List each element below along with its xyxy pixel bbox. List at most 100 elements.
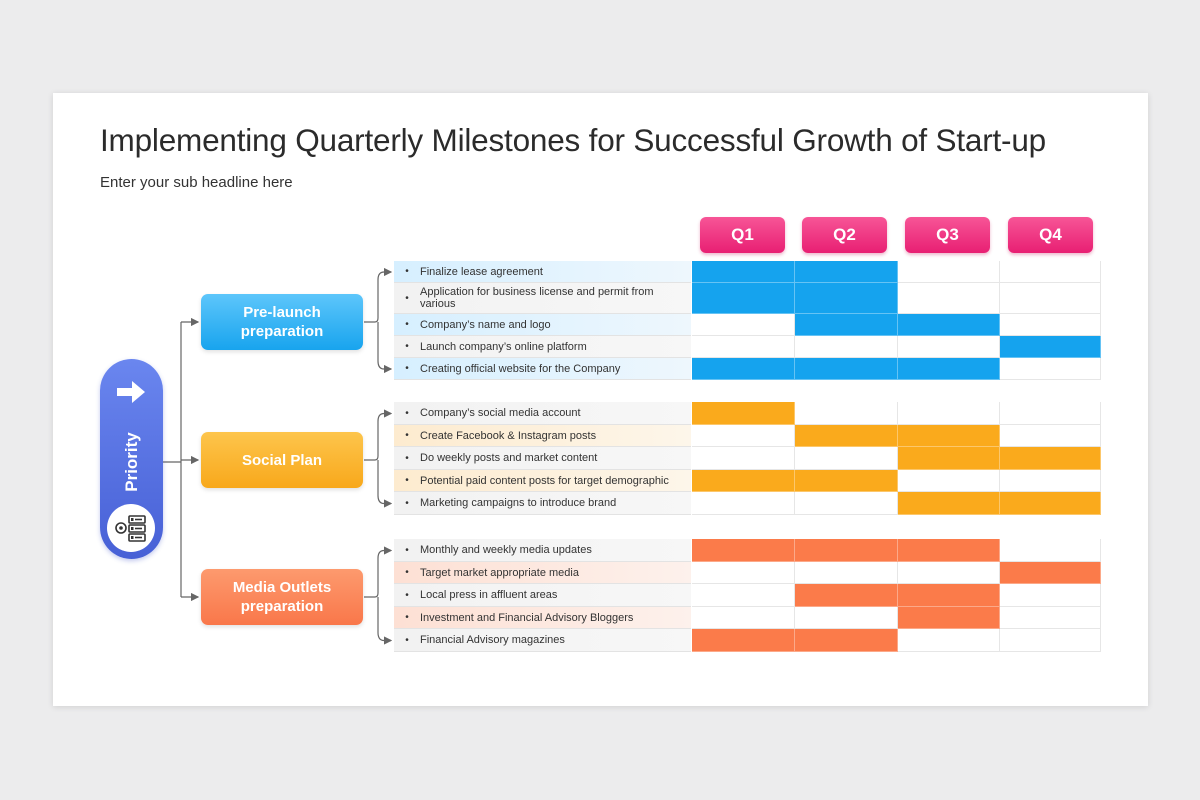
empty-cell [1000, 314, 1101, 336]
task-label: Monthly and weekly media updates [420, 544, 592, 556]
milestone-bar-cell [795, 283, 898, 314]
page-title: Implementing Quarterly Milestones for Su… [100, 122, 1046, 158]
milestone-bar-cell [898, 425, 1000, 447]
empty-cell [1000, 402, 1101, 425]
empty-cell [795, 336, 898, 358]
milestone-bar-cell [795, 470, 898, 492]
category-box-3: Media Outlets preparation [201, 569, 363, 625]
empty-cell [1000, 629, 1101, 652]
quarter-header-q3: Q3 [905, 217, 990, 253]
bullet-icon: • [405, 363, 409, 374]
task-row: • Monthly and weekly media updates [394, 539, 691, 562]
task-label: Company’s social media account [420, 407, 581, 419]
empty-cell [1000, 425, 1101, 447]
empty-cell [692, 314, 795, 336]
milestone-bar-cell [692, 470, 795, 492]
quarter-header-q2: Q2 [802, 217, 887, 253]
bullet-icon: • [405, 407, 409, 419]
bracket-lower-line-3 [377, 597, 393, 645]
task-label: Local press in affluent areas [420, 589, 558, 601]
task-row: •Marketing campaigns to introduce brand [394, 492, 691, 515]
milestone-bar-cell [795, 629, 898, 652]
task-row: •Local press in affluent areas [394, 584, 691, 607]
milestone-bar-cell [898, 314, 1000, 336]
bracket-upper-line-3 [364, 546, 393, 598]
milestone-bar-cell [898, 539, 1000, 562]
empty-cell [1000, 539, 1101, 562]
bracket-upper-line-2 [364, 409, 393, 461]
empty-cell [1000, 261, 1101, 283]
task-row: • Create Facebook & Instagram posts [394, 425, 691, 447]
bracket-lower-line-2 [377, 460, 393, 508]
milestone-bar-cell [692, 261, 795, 283]
milestone-bar-cell [898, 492, 1000, 515]
bullet-icon: • [405, 544, 409, 556]
task-label: Application for business license and per… [420, 286, 654, 310]
empty-cell [692, 607, 795, 629]
bullet-icon: • [405, 292, 409, 304]
empty-cell [898, 336, 1000, 358]
bullet-icon: • [405, 567, 409, 578]
task-row: •Creating official website for the Compa… [394, 358, 691, 380]
task-label: Financial Advisory magazines [420, 634, 565, 646]
task-label: Target market appropriate media [420, 566, 579, 579]
empty-cell [1000, 283, 1101, 314]
empty-cell [795, 492, 898, 515]
milestone-bar-cell [795, 358, 898, 380]
task-row: • Application for business license and pe… [394, 283, 691, 314]
milestone-bar-cell [1000, 447, 1101, 470]
task-label: Company’s name and logo [420, 318, 551, 331]
task-row: • Target market appropriate media [394, 562, 691, 584]
bullet-icon: • [405, 341, 409, 352]
milestone-bar-cell [898, 447, 1000, 470]
bullet-icon: • [405, 430, 409, 441]
bullet-icon: • [405, 612, 409, 623]
priority-label: Priority [122, 432, 141, 492]
empty-cell [795, 562, 898, 584]
bullet-icon: • [405, 497, 409, 509]
milestone-bar-cell [1000, 492, 1101, 515]
task-row: • Financial Advisory magazines [394, 629, 691, 652]
bullet-icon: • [405, 475, 409, 486]
task-row: • Finalize lease agreement [394, 261, 691, 283]
page-subtitle: Enter your sub headline here [100, 174, 293, 191]
category-box-1: Pre-launch preparation [201, 294, 363, 350]
empty-cell [898, 470, 1000, 492]
task-label: Investment and Financial Advisory Blogge… [420, 611, 634, 624]
quarter-header-q4: Q4 [1008, 217, 1093, 253]
empty-cell [692, 492, 795, 515]
task-row: •Do weekly posts and market content [394, 447, 691, 470]
empty-cell [692, 425, 795, 447]
category-box-2: Social Plan [201, 432, 363, 488]
bullet-icon: • [405, 266, 409, 277]
milestone-bar-cell [795, 314, 898, 336]
milestone-bar-cell [795, 584, 898, 607]
milestone-bar-cell [692, 358, 795, 380]
task-row: • Company’s social media account [394, 402, 691, 425]
milestone-bar-cell [692, 539, 795, 562]
empty-cell [795, 447, 898, 470]
arrow-right-icon [117, 381, 145, 403]
empty-cell [795, 402, 898, 425]
task-label: Potential paid content posts for target … [420, 474, 669, 487]
task-label: Create Facebook & Instagram posts [420, 429, 597, 442]
bracket-lower-line-1 [377, 322, 393, 374]
task-row: •Launch company’s online platform [394, 336, 691, 358]
empty-cell [898, 402, 1000, 425]
empty-cell [1000, 607, 1101, 629]
empty-cell [1000, 470, 1101, 492]
task-row: • Potential paid content posts for target… [394, 470, 691, 492]
milestone-bar-cell [1000, 562, 1101, 584]
task-row: •Company’s name and logo [394, 314, 691, 336]
empty-cell [1000, 358, 1101, 380]
milestone-bar-cell [898, 607, 1000, 629]
milestone-bar-cell [898, 584, 1000, 607]
bullet-icon: • [405, 452, 409, 464]
priority-list-icon [107, 504, 155, 552]
bullet-icon: • [405, 634, 409, 646]
task-row: • Investment and Financial Advisory Blogg… [394, 607, 691, 629]
empty-cell [795, 607, 898, 629]
milestone-bar-cell [692, 402, 795, 425]
task-label: Finalize lease agreement [420, 265, 543, 278]
